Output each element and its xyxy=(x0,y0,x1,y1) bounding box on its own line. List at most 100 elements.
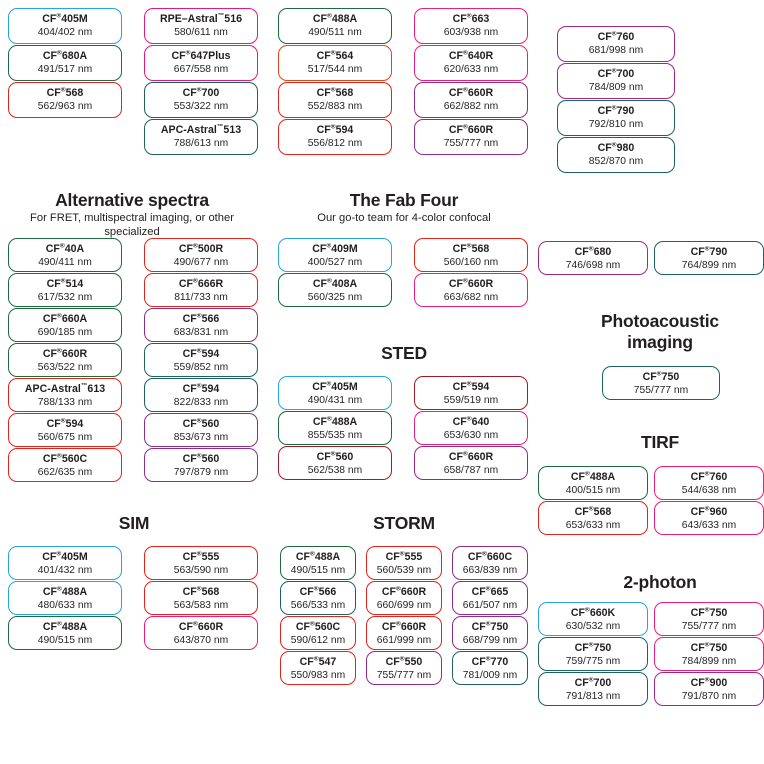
dye-spectra: 792/810 nm xyxy=(588,119,644,130)
dye-name: CF®660R xyxy=(448,450,494,463)
trademark-mark: ® xyxy=(462,123,468,131)
trademark-mark: ® xyxy=(466,380,472,388)
dye-number: 750 xyxy=(490,621,509,633)
trademark-mark: ® xyxy=(326,415,332,423)
dye-spectra: 759/775 nm xyxy=(565,656,621,667)
dye-number: 790 xyxy=(616,105,635,117)
dye-number: 660C xyxy=(486,551,513,563)
dye-number: 568 xyxy=(593,506,612,518)
dye-number: 550 xyxy=(404,656,423,668)
dye-spectra: 562/963 nm xyxy=(37,101,93,112)
dye-name: CF®750 xyxy=(642,370,680,383)
section-photoacoustic: Photoacoustic imaging xyxy=(560,311,760,353)
dye-spectra: 401/432 nm xyxy=(37,565,93,576)
trademark-mark: ® xyxy=(309,550,315,558)
dye-number: 790 xyxy=(709,246,728,258)
heading-photoacoustic-line1: Photoacoustic xyxy=(601,311,719,331)
dye-name: CF®594 xyxy=(46,417,84,430)
subheading-alternative-spectra: For FRET, multispectral imaging, or othe… xyxy=(30,212,234,238)
dye-number: 660R xyxy=(61,348,88,360)
dye-spectra: 560/160 nm xyxy=(443,257,499,268)
dye-spectra: 559/519 nm xyxy=(443,395,499,406)
